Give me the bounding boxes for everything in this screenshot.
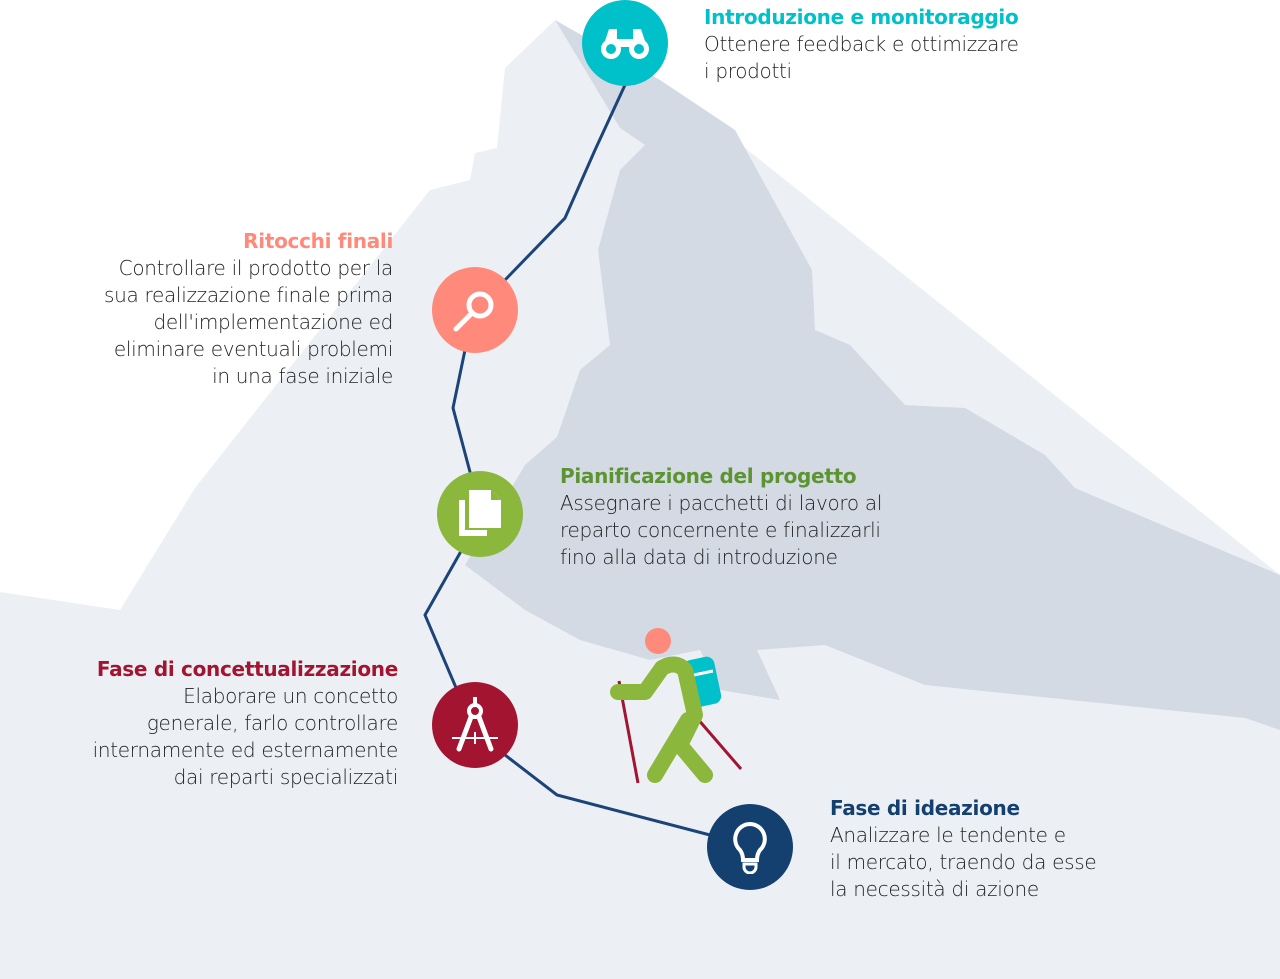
step-pianificazione: Pianificazione del progetto Assegnare i …	[560, 463, 882, 571]
step-introduzione: Introduzione e monitoraggio Ottenere fee…	[704, 4, 1019, 85]
compass-icon	[452, 697, 498, 752]
step-ritocchi: Ritocchi finali Controllare il prodotto …	[104, 228, 393, 390]
step-description: Assegnare i pacchetti di lavoro al repar…	[560, 491, 883, 569]
step-description: Ottenere feedback e ottimizzare i prodot…	[704, 32, 1019, 83]
step-title: Fase di ideazione	[830, 796, 1020, 820]
binoculars-icon	[601, 29, 649, 59]
mountain-dark	[465, 20, 1280, 730]
step-ideazione-node	[707, 804, 793, 890]
step-ideazione: Fase di ideazione Analizzare le tendente…	[830, 795, 1097, 903]
documents-icon	[459, 490, 501, 536]
lightbulb-icon	[733, 821, 767, 874]
step-ritocchi-node	[432, 267, 518, 353]
step-title: Pianificazione del progetto	[560, 464, 857, 488]
step-concettualizzazione: Fase di concettualizzazione Elaborare un…	[92, 656, 399, 791]
step-pianificazione-node	[437, 471, 523, 557]
step-title: Ritocchi finali	[243, 229, 393, 253]
step-description: Analizzare le tendente e il mercato, tra…	[830, 823, 1097, 901]
step-description: Controllare il prodotto per la sua reali…	[103, 256, 393, 388]
step-description: Elaborare un concetto generale, farlo co…	[92, 684, 399, 789]
magnifier-icon	[453, 291, 494, 332]
step-title: Fase di concettualizzazione	[96, 657, 398, 681]
step-concettualizzazione-node	[432, 682, 518, 768]
hiker-icon	[610, 628, 743, 784]
step-title: Introduzione e monitoraggio	[704, 5, 1019, 29]
step-introduzione-node	[582, 0, 668, 86]
